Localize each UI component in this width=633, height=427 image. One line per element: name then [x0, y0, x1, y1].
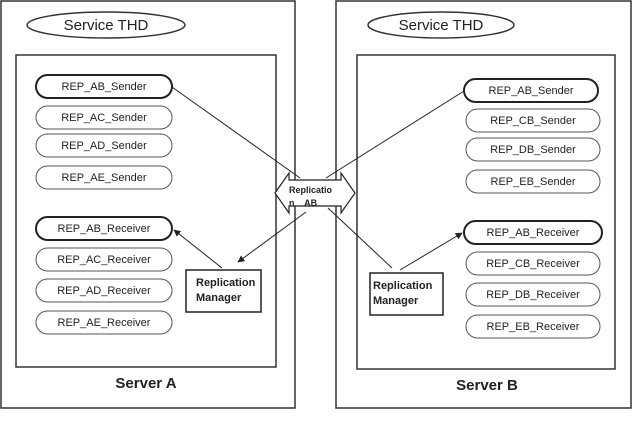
server-b-service-ellipse — [367, 11, 515, 39]
server-a-senders: REP_AB_Sender REP_AC_Sender REP_AD_Sende… — [35, 74, 173, 190]
server-a-frame — [0, 0, 296, 409]
server-b-sender-label: REP_AB_Sender — [489, 85, 574, 97]
server-b-sender-label: REP_DB_Sender — [490, 144, 576, 156]
server-b-frame — [335, 0, 632, 409]
server-a-receiver-node — [35, 310, 173, 335]
connector-b-sender-to-hub — [325, 90, 465, 179]
connector-hub-to-b-receiver — [327, 207, 393, 269]
hub-label-line2: n AB — [289, 198, 318, 208]
server-a-sender-label: REP_AD_Sender — [61, 140, 147, 152]
server-b-sender-label: REP_EB_Sender — [491, 176, 576, 188]
server-b-receiver-label: REP_DB_Receiver — [486, 289, 580, 301]
server-b-sender-node — [465, 137, 601, 162]
server-a-receiver-node — [35, 278, 173, 303]
server-b-sender-node — [465, 169, 601, 194]
server-a-sender-node — [35, 105, 173, 130]
server-b-replication-manager — [369, 272, 444, 316]
connectors — [171, 86, 465, 271]
server-a-sender-label: REP_AC_Sender — [61, 112, 147, 124]
server-a-manager-label-line1: Replication — [196, 277, 256, 289]
server-b-inner-box — [356, 54, 616, 370]
server-a-receiver-node — [35, 216, 173, 241]
server-b-label: Server B — [456, 377, 518, 394]
connector-a-sender-to-hub — [171, 86, 301, 179]
server-a-replication-manager — [185, 269, 262, 313]
server-a-manager-label-line2: Manager — [196, 292, 242, 304]
server-b-receiver-node — [465, 251, 601, 276]
hub-label-line1: Replicatio — [289, 185, 333, 195]
server-b-sender-node — [465, 108, 601, 133]
server-a-sender-node — [35, 133, 173, 158]
server-a-service-label: Service THD — [64, 17, 149, 34]
server-b-receivers: REP_AB_Receiver REP_CB_Receiver REP_DB_R… — [463, 220, 603, 339]
server-a-service-ellipse — [26, 11, 186, 39]
server-b-senders: REP_AB_Sender REP_CB_Sender REP_DB_Sende… — [463, 78, 601, 194]
server-b-receiver-label: REP_EB_Receiver — [487, 321, 580, 333]
server-a-receivers: REP_AB_Receiver REP_AC_Receiver REP_AD_R… — [35, 216, 173, 335]
connector-b-manager-to-receiver — [399, 232, 463, 271]
server-a-receiver-label: REP_AE_Receiver — [58, 317, 151, 329]
connector-hub-to-a-manager — [237, 211, 307, 263]
server-b-receiver-node — [465, 282, 601, 307]
server-b-receiver-node — [463, 220, 603, 245]
server-a-inner-box — [15, 54, 277, 368]
replication-ab-hub — [274, 171, 356, 215]
server-a-sender-node — [35, 165, 173, 190]
server-b-receiver-label: REP_AB_Receiver — [487, 227, 580, 239]
server-b-sender-node — [463, 78, 599, 103]
server-a-receiver-node — [35, 247, 173, 272]
connector-a-manager-to-receiver — [173, 229, 223, 269]
server-a-label: Server A — [115, 375, 176, 392]
server-a-receiver-label: REP_AB_Receiver — [58, 223, 151, 235]
server-b-receiver-label: REP_CB_Receiver — [486, 258, 580, 270]
server-a-sender-node — [35, 74, 173, 99]
server-b-sender-label: REP_CB_Sender — [490, 115, 576, 127]
server-b-manager-label-line1: Replication — [373, 280, 433, 292]
server-b-receiver-node — [465, 314, 601, 339]
server-b-service-label: Service THD — [399, 17, 484, 34]
server-a-sender-label: REP_AB_Sender — [62, 81, 147, 93]
server-a-receiver-label: REP_AC_Receiver — [57, 254, 151, 266]
server-a-sender-label: REP_AE_Sender — [62, 172, 147, 184]
server-b-manager-label-line2: Manager — [373, 295, 419, 307]
server-a-receiver-label: REP_AD_Receiver — [57, 285, 151, 297]
